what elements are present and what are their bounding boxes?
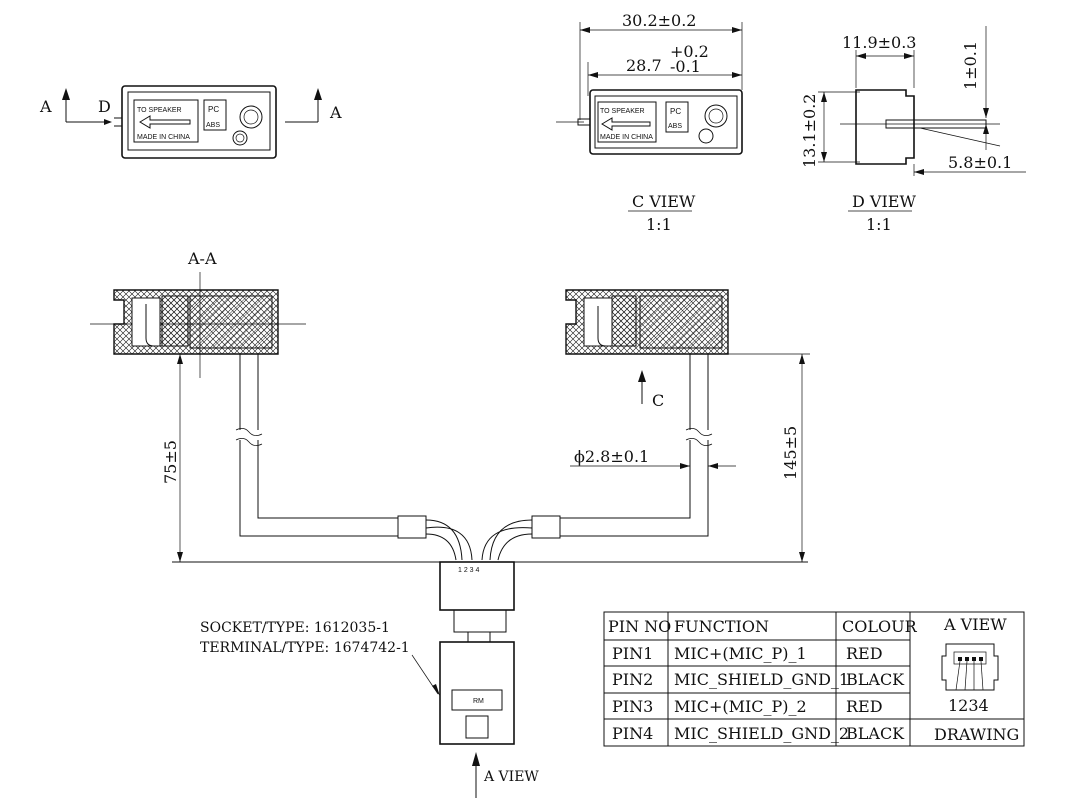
svg-text:RM: RM bbox=[473, 698, 484, 705]
connector-pin-numbers: 1 2 3 4 bbox=[458, 567, 480, 574]
dim-d-height: 13.1±0.2 bbox=[800, 94, 819, 168]
table-cell-pin: PIN3 bbox=[612, 697, 653, 716]
section-a-a-left: A-A bbox=[90, 249, 306, 378]
c-view-scale: 1:1 bbox=[646, 215, 672, 234]
table-cell-colour: RED bbox=[846, 697, 883, 716]
section-title: A-A bbox=[187, 249, 217, 268]
table-header-function: FUNCTION bbox=[674, 617, 769, 636]
socket-type-label: SOCKET/TYPE: 1612035-1 bbox=[200, 620, 390, 636]
table-cell-function: MIC+(MIC_P)_2 bbox=[674, 697, 807, 716]
pin-table: PIN NO FUNCTION COLOUR PIN1 MIC+(MIC_P)_… bbox=[603, 611, 1025, 747]
dim-overall-length: 30.2±0.2 bbox=[622, 11, 696, 30]
dim-right-cable-length: 145±5 bbox=[781, 426, 800, 480]
d-view: 11.9±0.3 1±0.1 13.1±0.2 5.8±0.1 D VIEW 1… bbox=[800, 26, 1026, 234]
cable-assembly bbox=[172, 354, 808, 563]
c-view: 30.2±0.2 28.7 +0.2 -0.1 TO SPEAKER MADE … bbox=[556, 11, 743, 234]
c-label-to-speaker: TO SPEAKER bbox=[600, 108, 645, 115]
dim-d-offset: 5.8±0.1 bbox=[948, 153, 1012, 172]
label-abs: ABS bbox=[206, 122, 220, 129]
a-view-arrow-label: A VIEW bbox=[483, 769, 539, 785]
table-cell-function: MIC_SHIELD_GND_2 bbox=[674, 724, 849, 743]
dim-cable-diameter: ϕ2.8±0.1 bbox=[574, 447, 649, 466]
dim-tolerance-plus: +0.2 bbox=[670, 42, 709, 61]
c-label-abs: ABS bbox=[668, 123, 682, 130]
terminal-type-label: TERMINAL/TYPE: 1674742-1 bbox=[200, 640, 410, 656]
table-cell-pin: PIN4 bbox=[612, 724, 653, 743]
table-cell-pin: PIN2 bbox=[612, 670, 653, 689]
dim-d-width: 11.9±0.3 bbox=[842, 33, 916, 52]
section-right: C bbox=[565, 289, 729, 410]
section-marker-a-left: A bbox=[39, 97, 52, 116]
table-cell-pin: PIN1 bbox=[612, 644, 653, 663]
label-made-in-china: MADE IN CHINA bbox=[137, 134, 190, 141]
microphone-element bbox=[239, 105, 263, 129]
c-label-pc: PC bbox=[670, 107, 681, 116]
table-cell-function: MIC_SHIELD_GND_1 bbox=[674, 670, 849, 689]
dim-left-cable-length: 75±5 bbox=[161, 440, 180, 484]
c-view-title: C VIEW bbox=[632, 192, 696, 211]
table-cell-colour: BLACK bbox=[846, 724, 905, 743]
connector-face-icon bbox=[941, 643, 999, 691]
table-header-pin-no: PIN NO bbox=[608, 617, 671, 636]
table-cell-function: MIC+(MIC_P)_1 bbox=[674, 644, 807, 663]
cable-dimensions: 75±5 145±5 ϕ2.8±0.1 bbox=[161, 353, 810, 562]
top-plan-view: A A D TO SPEAKER MADE IN CHINA PC ABS bbox=[39, 85, 342, 159]
view-marker-c: C bbox=[652, 391, 664, 410]
d-view-scale: 1:1 bbox=[866, 215, 892, 234]
a-view-title: A VIEW bbox=[943, 615, 1007, 634]
table-cell-colour: RED bbox=[846, 644, 883, 663]
label-to-speaker: TO SPEAKER bbox=[137, 107, 182, 114]
table-header-colour: COLOUR bbox=[842, 617, 918, 636]
d-view-title: D VIEW bbox=[852, 192, 916, 211]
c-label-made-in-china: MADE IN CHINA bbox=[600, 134, 653, 141]
section-marker-a-right: A bbox=[329, 103, 342, 122]
dim-inner-length: 28.7 bbox=[626, 56, 662, 75]
view-marker-d: D bbox=[98, 97, 111, 116]
dim-d-top: 1±0.1 bbox=[961, 41, 980, 90]
a-view-pin-numbers: 1234 bbox=[948, 696, 989, 715]
table-cell-colour: BLACK bbox=[846, 670, 905, 689]
label-pc: PC bbox=[208, 105, 219, 114]
dim-tolerance-minus: -0.1 bbox=[670, 57, 701, 76]
connector-housing: 1 2 3 4 RM A VIEW SOCKET/TYPE: 1612035-1… bbox=[200, 561, 539, 798]
drawing-label: DRAWING bbox=[934, 725, 1019, 744]
